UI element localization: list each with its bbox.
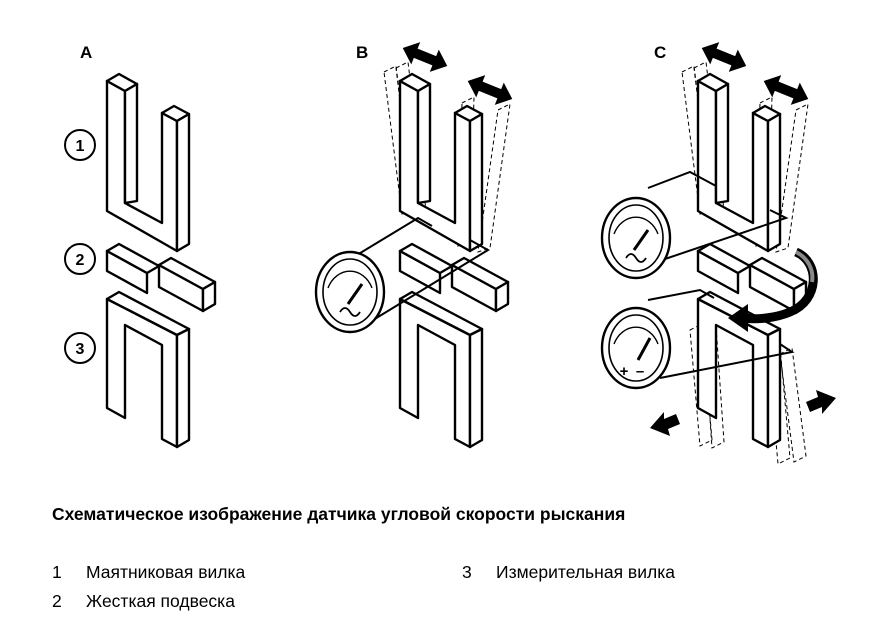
- callout-2: 2: [64, 243, 96, 275]
- panel-a-fork: [105, 72, 217, 449]
- panel-c-lower-meter: + –: [600, 306, 672, 390]
- callout-1-label: 1: [76, 138, 85, 155]
- panel-c-meter-wires: [647, 170, 795, 379]
- legend-item-pendulum-fork: 1 Маятниковая вилка: [52, 562, 245, 583]
- panel-b-fork: [398, 72, 510, 449]
- callout-3: 3: [64, 332, 96, 364]
- panel-a-label: A: [80, 43, 92, 62]
- legend-text: Маятниковая вилка: [86, 562, 246, 582]
- callout-2-label: 2: [76, 252, 85, 269]
- meter-plus-sign: +: [620, 363, 629, 380]
- legend-number: 2: [52, 591, 62, 611]
- figure-caption: Схематическое изображение датчика углово…: [52, 504, 626, 524]
- panel-b-label: B: [356, 43, 368, 62]
- panel-c-vibration-arrow-right: [759, 69, 813, 111]
- panel-c-output-arrow-left: [650, 412, 680, 436]
- panel-c-output-arrow-right: [806, 390, 836, 414]
- panel-b-meter-wires: [351, 216, 490, 329]
- panel-b-vibration-arrow-left: [398, 36, 452, 78]
- meter-minus-sign: –: [636, 363, 644, 380]
- legend-text: Измерительная вилка: [496, 562, 675, 582]
- yaw-rate-sensor-diagram: A 1 2 3 B C: [64, 36, 836, 465]
- callout-1: 1: [64, 129, 96, 161]
- panel-c-vibration-arrow-left: [697, 36, 751, 78]
- panel-c-label: C: [654, 43, 666, 62]
- legend-number: 1: [52, 562, 62, 582]
- legend-item-rigid-suspension: 2 Жесткая подвеска: [52, 591, 235, 612]
- callout-3-label: 3: [76, 341, 85, 358]
- panel-c-upper-meter: [600, 196, 672, 280]
- legend-item-measuring-fork: 3 Измерительная вилка: [462, 562, 675, 583]
- panel-b-vibration-arrow-right: [463, 69, 517, 111]
- rotation-arrow: [728, 247, 818, 332]
- panel-b-meter: [314, 250, 386, 334]
- legend-text: Жесткая подвеска: [86, 591, 235, 611]
- panel-c-fork: [696, 72, 808, 449]
- legend-number: 3: [462, 562, 472, 582]
